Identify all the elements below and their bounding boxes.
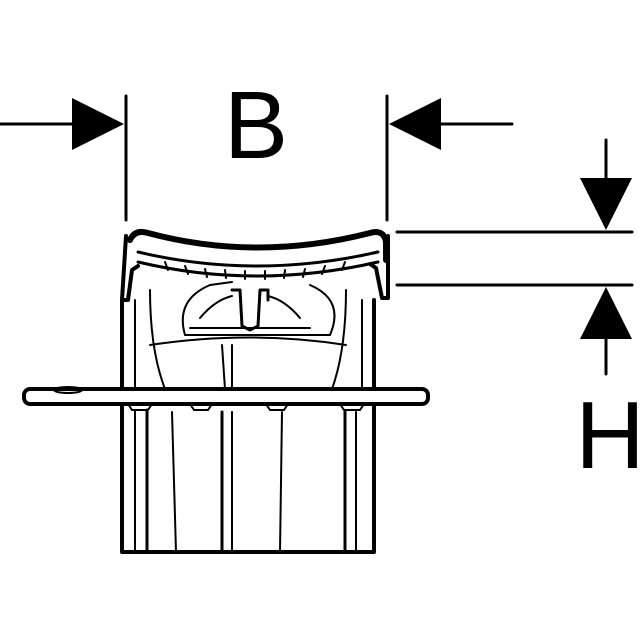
trap-insert-arms [189, 295, 311, 329]
width-dimension-label: B [224, 72, 288, 179]
drain-body [22, 228, 430, 554]
height-arrowhead-top [580, 178, 632, 230]
height-arrowhead-bottom [580, 287, 632, 339]
pipe-rib [279, 411, 283, 553]
width-arrowhead-left [72, 98, 124, 150]
inner-bowl-line [221, 344, 226, 390]
width-arrowhead-right [389, 98, 441, 150]
height-dimension-label: H [575, 382, 640, 489]
height-dimension: H [395, 138, 640, 489]
flange-clips [127, 403, 365, 411]
pipe-rib [171, 411, 177, 553]
pipe-body-outline [120, 403, 376, 554]
cover-grate-slots [164, 261, 346, 280]
cover-grate [127, 228, 389, 263]
trap-insert-handle [230, 288, 270, 332]
flange-plate [22, 387, 430, 406]
cover-clip-right [368, 234, 390, 300]
trap-insert [181, 281, 336, 336]
inner-bowl [149, 289, 347, 390]
flange-hole [53, 386, 83, 394]
width-dimension: B [0, 72, 514, 222]
cover-grate-inner [136, 250, 380, 268]
cover-clip-left [120, 234, 140, 302]
